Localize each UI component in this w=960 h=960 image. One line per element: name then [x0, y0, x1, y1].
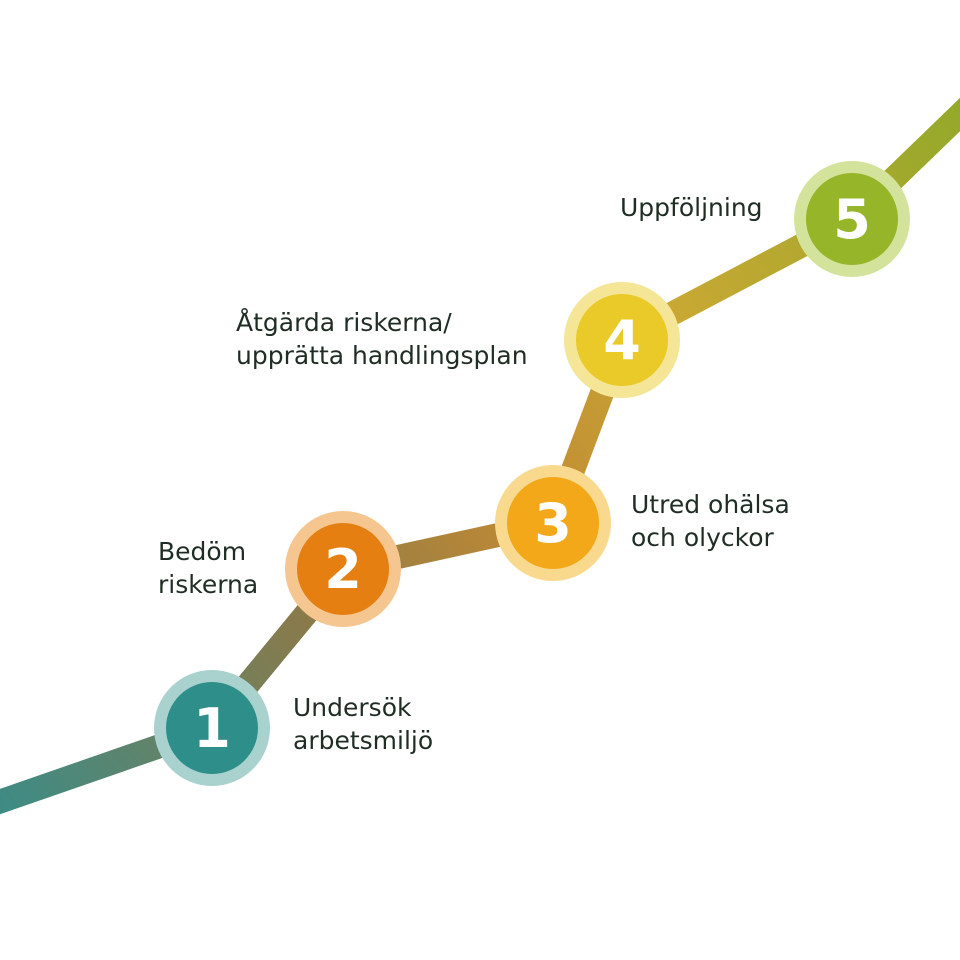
step-5-node: 5 [794, 161, 910, 277]
step-2-label: Bedöm riskerna [158, 535, 258, 601]
step-2-node: 2 [285, 511, 401, 627]
step-2-label-line-1: Bedöm [158, 537, 247, 566]
step-4-circle [576, 294, 668, 386]
step-3-label-line-1: Utred ohälsa [631, 490, 790, 519]
step-3-circle [507, 477, 599, 569]
step-5-label-line-1: Uppföljning [620, 193, 763, 222]
step-3-number: 3 [534, 492, 572, 555]
step-1-label: Undersök arbetsmiljö [293, 691, 433, 757]
step-4-number: 4 [603, 309, 641, 372]
step-1-number: 1 [193, 697, 231, 760]
step-4-label-line-2: upprätta handlingsplan [236, 341, 528, 370]
step-3-label-line-2: och olyckor [631, 523, 774, 552]
step-3-label: Utred ohälsa och olyckor [631, 488, 790, 554]
step-5-circle [806, 173, 898, 265]
step-4-node: 4 [564, 282, 680, 398]
step-4-label: Åtgärda riskerna/ upprätta handlingsplan [236, 306, 528, 372]
step-1-node: 1 [154, 670, 270, 786]
step-2-circle [297, 523, 389, 615]
step-2-label-line-2: riskerna [158, 570, 259, 599]
step-4-label-line-1: Åtgärda riskerna/ [236, 308, 452, 337]
step-1-circle [166, 682, 258, 774]
step-5-number: 5 [833, 188, 871, 251]
step-1-label-line-2: arbetsmiljö [293, 726, 434, 755]
step-5-label: Uppföljning [620, 191, 763, 224]
step-3-node: 3 [495, 465, 611, 581]
step-2-number: 2 [324, 538, 362, 601]
step-1-label-line-1: Undersök [293, 693, 412, 722]
